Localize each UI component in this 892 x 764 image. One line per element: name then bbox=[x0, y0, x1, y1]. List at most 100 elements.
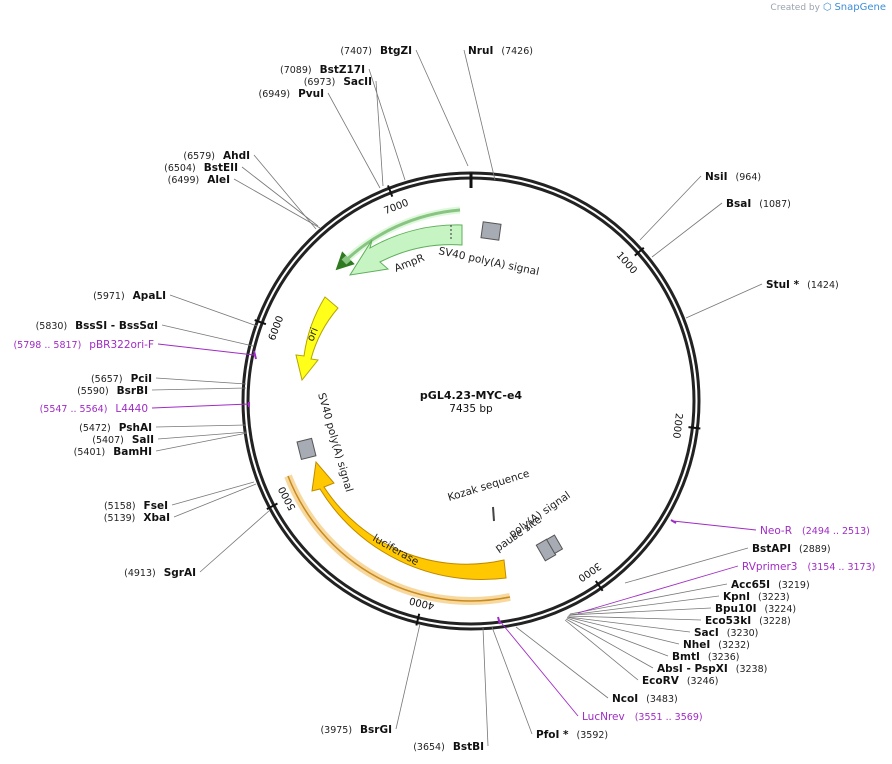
leader-pvui bbox=[327, 92, 381, 189]
primer-leader-lucnrev bbox=[498, 619, 579, 717]
site-pos-stui: (1424) bbox=[807, 280, 839, 291]
site-name-pshai: PshAI bbox=[119, 422, 152, 434]
site-name-bsrbi: BsrBI bbox=[117, 385, 148, 397]
leader-bsai bbox=[651, 202, 723, 258]
primer-range-neo-r: (2494 .. 2513) bbox=[802, 526, 870, 537]
site-apali: (5971)ApaLI bbox=[93, 290, 166, 302]
site-name-pcii: PciI bbox=[131, 373, 152, 385]
primer-leader-rvprimer3 bbox=[577, 565, 739, 614]
leader-bsrbi bbox=[151, 387, 247, 391]
primer-name-l4440: L4440 bbox=[115, 403, 148, 415]
site-name-bamhi: BamHI bbox=[113, 446, 152, 458]
site-name-ncoi: NcoI bbox=[612, 693, 638, 705]
luciferase-arrow bbox=[311, 460, 507, 581]
leader-absi-pspxi bbox=[565, 618, 654, 669]
site-nrui: NruI (7426) bbox=[468, 45, 533, 57]
site-pos-pcii: (5657) bbox=[91, 374, 123, 385]
primer-mark-pbr322ori-f bbox=[253, 350, 257, 360]
site-pos-nhei: (3232) bbox=[718, 640, 750, 651]
pause-site-label: pause site bbox=[493, 514, 544, 555]
site-pos-ahdi: (6579) bbox=[183, 151, 215, 162]
leader-apali bbox=[169, 294, 258, 327]
site-pos-bsteii: (6504) bbox=[164, 163, 196, 174]
leader-bstbi bbox=[482, 627, 489, 747]
site-ahdi: (6579) AhdI bbox=[183, 150, 250, 162]
site-name-sacii: SacII bbox=[343, 76, 372, 88]
leader-ahdi bbox=[253, 154, 317, 230]
site-name-btgzi: BtgZI bbox=[380, 45, 412, 57]
polya-pause-box-2 bbox=[545, 534, 564, 555]
site-pos-sgrai: (4913) bbox=[124, 568, 156, 579]
primer-pbr322ori-f: (5798 .. 5817)pBR322ori-F bbox=[13, 339, 154, 351]
site-bstz17i: (7089)BstZ17I bbox=[280, 64, 365, 76]
primer-leader-pbr322ori-f bbox=[157, 343, 255, 356]
site-name-nrui: NruI bbox=[468, 45, 493, 57]
leader-bsteii bbox=[241, 166, 319, 227]
leader-nhei bbox=[566, 616, 680, 645]
site-name-pfoi: PfoI * bbox=[536, 729, 569, 741]
site-acc65i: Acc65I(3219) bbox=[731, 579, 810, 591]
site-name-saci: SacI bbox=[694, 627, 719, 639]
primer-range-l4440: (5547 .. 5564) bbox=[40, 404, 108, 415]
site-pos-bstapi: (2889) bbox=[799, 544, 831, 555]
luciferase-label: luciferase bbox=[371, 532, 421, 568]
site-name-sali: SalI bbox=[132, 434, 154, 446]
ori-arrow bbox=[295, 296, 339, 382]
tick-label-3000: 3000 bbox=[576, 560, 603, 584]
site-name-ahdi: AhdI bbox=[223, 150, 250, 162]
site-name-bsrgi: BsrGI bbox=[360, 724, 392, 736]
site-pos-pvui: (6949) bbox=[258, 89, 290, 100]
site-bsssi-bsss-i: (5830)BssSI - BssSαI bbox=[36, 320, 158, 332]
site-pos-nrui: (7426) bbox=[501, 46, 533, 57]
site-pos-fsei: (5158) bbox=[104, 501, 136, 512]
site-name-fsei: FseI bbox=[144, 500, 168, 512]
site-name-bstz17i: BstZ17I bbox=[320, 64, 365, 76]
leader-btgzi bbox=[415, 49, 469, 167]
sv40-polya-left-box bbox=[296, 437, 317, 461]
site-bstapi: BstAPI(2889) bbox=[752, 543, 831, 555]
site-ncoi: NcoI(3483) bbox=[612, 693, 678, 705]
site-pos-sali: (5407) bbox=[92, 435, 124, 446]
ori-label: ori bbox=[305, 326, 321, 343]
leader-bpu10i bbox=[568, 607, 712, 616]
site-pos-bpu10i: (3224) bbox=[765, 604, 797, 615]
site-bmti: BmtI(3236) bbox=[672, 651, 739, 663]
site-name-bsai: BsaI bbox=[726, 198, 751, 210]
site-nhei: NheI(3232) bbox=[683, 639, 750, 651]
leader-sgrai bbox=[199, 509, 271, 573]
leader-stui bbox=[685, 283, 763, 319]
leader-bstapi bbox=[624, 547, 749, 584]
kozak-label: Kozak sequence bbox=[446, 468, 531, 504]
primer-name-neo-r: Neo-R bbox=[760, 525, 792, 537]
site-pcii: (5657) PciI bbox=[91, 373, 152, 385]
credit-brand: SnapGene bbox=[834, 2, 886, 13]
site-pos-ecorv: (3246) bbox=[687, 676, 719, 687]
site-name-alei: AleI bbox=[207, 174, 230, 186]
tick-mark-3000 bbox=[594, 580, 604, 592]
snapgene-credit: Created by ⬡ SnapGene bbox=[770, 2, 886, 13]
luciferase-outline-line bbox=[287, 475, 511, 602]
ampr-arrow bbox=[348, 224, 463, 276]
plasmid-size: 7435 bp bbox=[449, 403, 493, 415]
leader-bsrgi bbox=[395, 623, 421, 730]
leader-bmti bbox=[566, 617, 669, 657]
tick-mark-2000 bbox=[688, 426, 701, 430]
site-sgrai: (4913)SgrAI bbox=[124, 567, 196, 579]
leader-sacii bbox=[375, 80, 384, 187]
site-kpni: KpnI(3223) bbox=[723, 591, 790, 603]
site-pfoi: PfoI *(3592) bbox=[536, 729, 608, 741]
leader-bstz17i bbox=[368, 68, 406, 181]
leader-nrui bbox=[463, 49, 496, 181]
tick-mark-7000 bbox=[387, 185, 394, 197]
site-name-kpni: KpnI bbox=[723, 591, 750, 603]
site-bsai: BsaI(1087) bbox=[726, 198, 791, 210]
tick-mark-4000 bbox=[415, 613, 421, 626]
tick-label-2000: 2000 bbox=[670, 412, 684, 439]
leader-kpni bbox=[568, 595, 720, 616]
site-pos-bamhi: (5401) bbox=[74, 447, 106, 458]
site-sali: (5407) SalI bbox=[92, 434, 154, 446]
leader-fsei bbox=[171, 481, 255, 506]
primer-lucnrev: LucNrev(3551 .. 3569) bbox=[582, 711, 703, 723]
primer-leader-l4440 bbox=[151, 403, 250, 409]
